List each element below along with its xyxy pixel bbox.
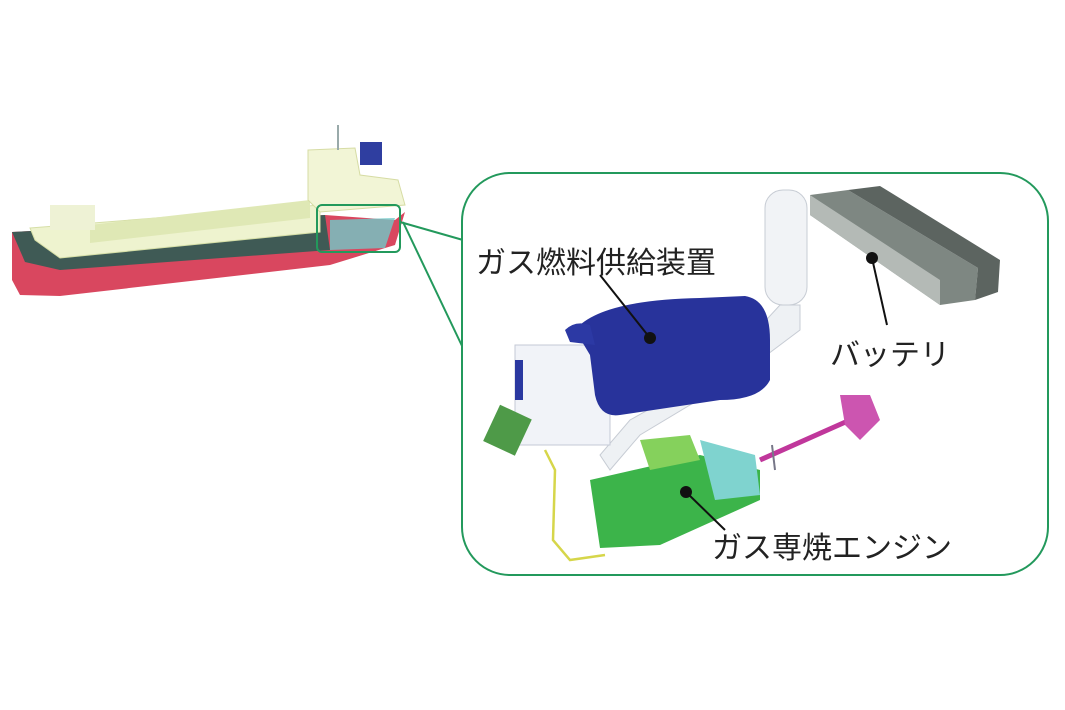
callout-line-bottom: [402, 221, 464, 349]
gas-fuel-supply-illustration: [514, 296, 770, 446]
propeller-shaft-illustration: [758, 395, 880, 471]
marker-dot-battery: [866, 252, 878, 264]
leader-line-gas-engine: [685, 491, 726, 531]
label-gas-fuel-supply: ガス燃料供給装置: [476, 246, 716, 281]
ship-highlight-box: [316, 204, 401, 253]
battery-illustration: [810, 186, 1000, 305]
leader-line-battery: [871, 257, 888, 326]
marker-dot-gas-engine: [680, 486, 692, 498]
callout-line-top: [399, 221, 464, 241]
label-battery: バッテリ: [830, 338, 950, 373]
ship-funnel: [360, 142, 382, 165]
fuel-pipe: [543, 449, 606, 562]
label-gas-engine: ガス専焼エンジン: [712, 531, 952, 566]
ship-illustration: [12, 125, 406, 296]
leader-line-gas-fuel-supply: [599, 274, 651, 339]
marker-dot-gas-fuel-supply: [644, 332, 656, 344]
gas-engine-illustration: [483, 404, 760, 548]
